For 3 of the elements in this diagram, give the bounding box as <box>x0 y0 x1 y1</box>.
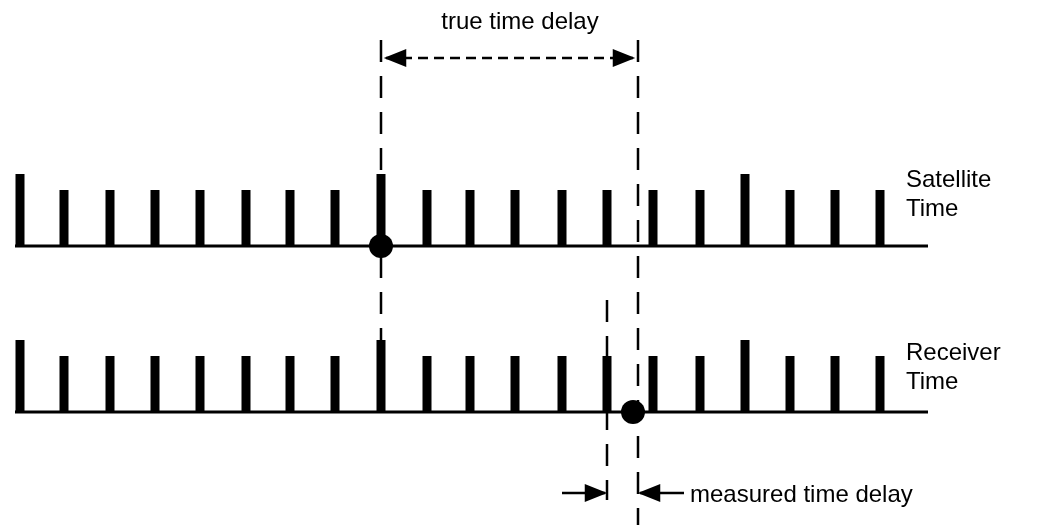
axis-label: Receiver Time <box>906 337 1002 395</box>
axis-label: Satellite Time <box>906 164 993 222</box>
dimension-label: measured time delay <box>690 479 914 508</box>
